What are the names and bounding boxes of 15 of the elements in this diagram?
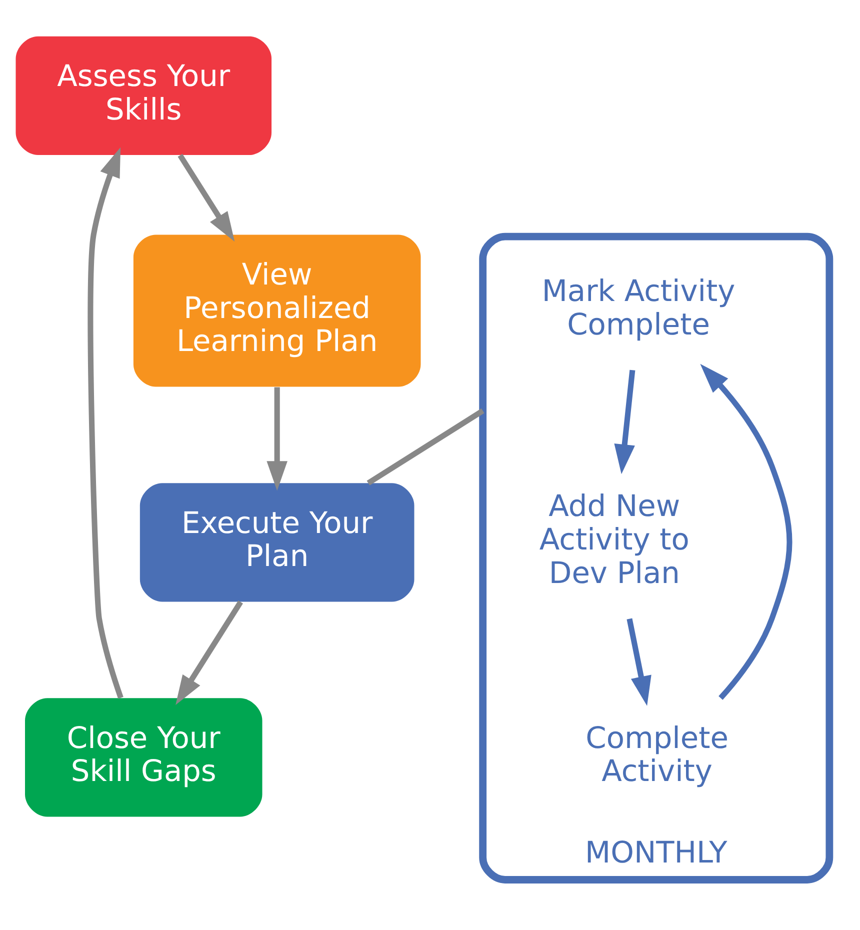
arrow bbox=[88, 146, 124, 698]
node-text: Complete Activity bbox=[586, 719, 728, 788]
arrow bbox=[700, 363, 792, 700]
node-text: Add New Activity to Dev Plan bbox=[539, 488, 690, 590]
connector bbox=[366, 408, 484, 485]
node-box: Execute Your Plan bbox=[140, 482, 414, 602]
arrow bbox=[176, 600, 243, 705]
node-box: Assess Your Skills bbox=[16, 36, 272, 155]
arrow bbox=[626, 618, 652, 706]
node-text: Mark Activity Complete bbox=[542, 272, 736, 341]
arrow bbox=[266, 386, 288, 490]
arrow bbox=[614, 369, 636, 474]
arrow bbox=[178, 153, 235, 242]
node-box: View Personalized Learning Plan bbox=[133, 234, 421, 386]
node-box: Close Your Skill Gaps bbox=[25, 698, 262, 816]
